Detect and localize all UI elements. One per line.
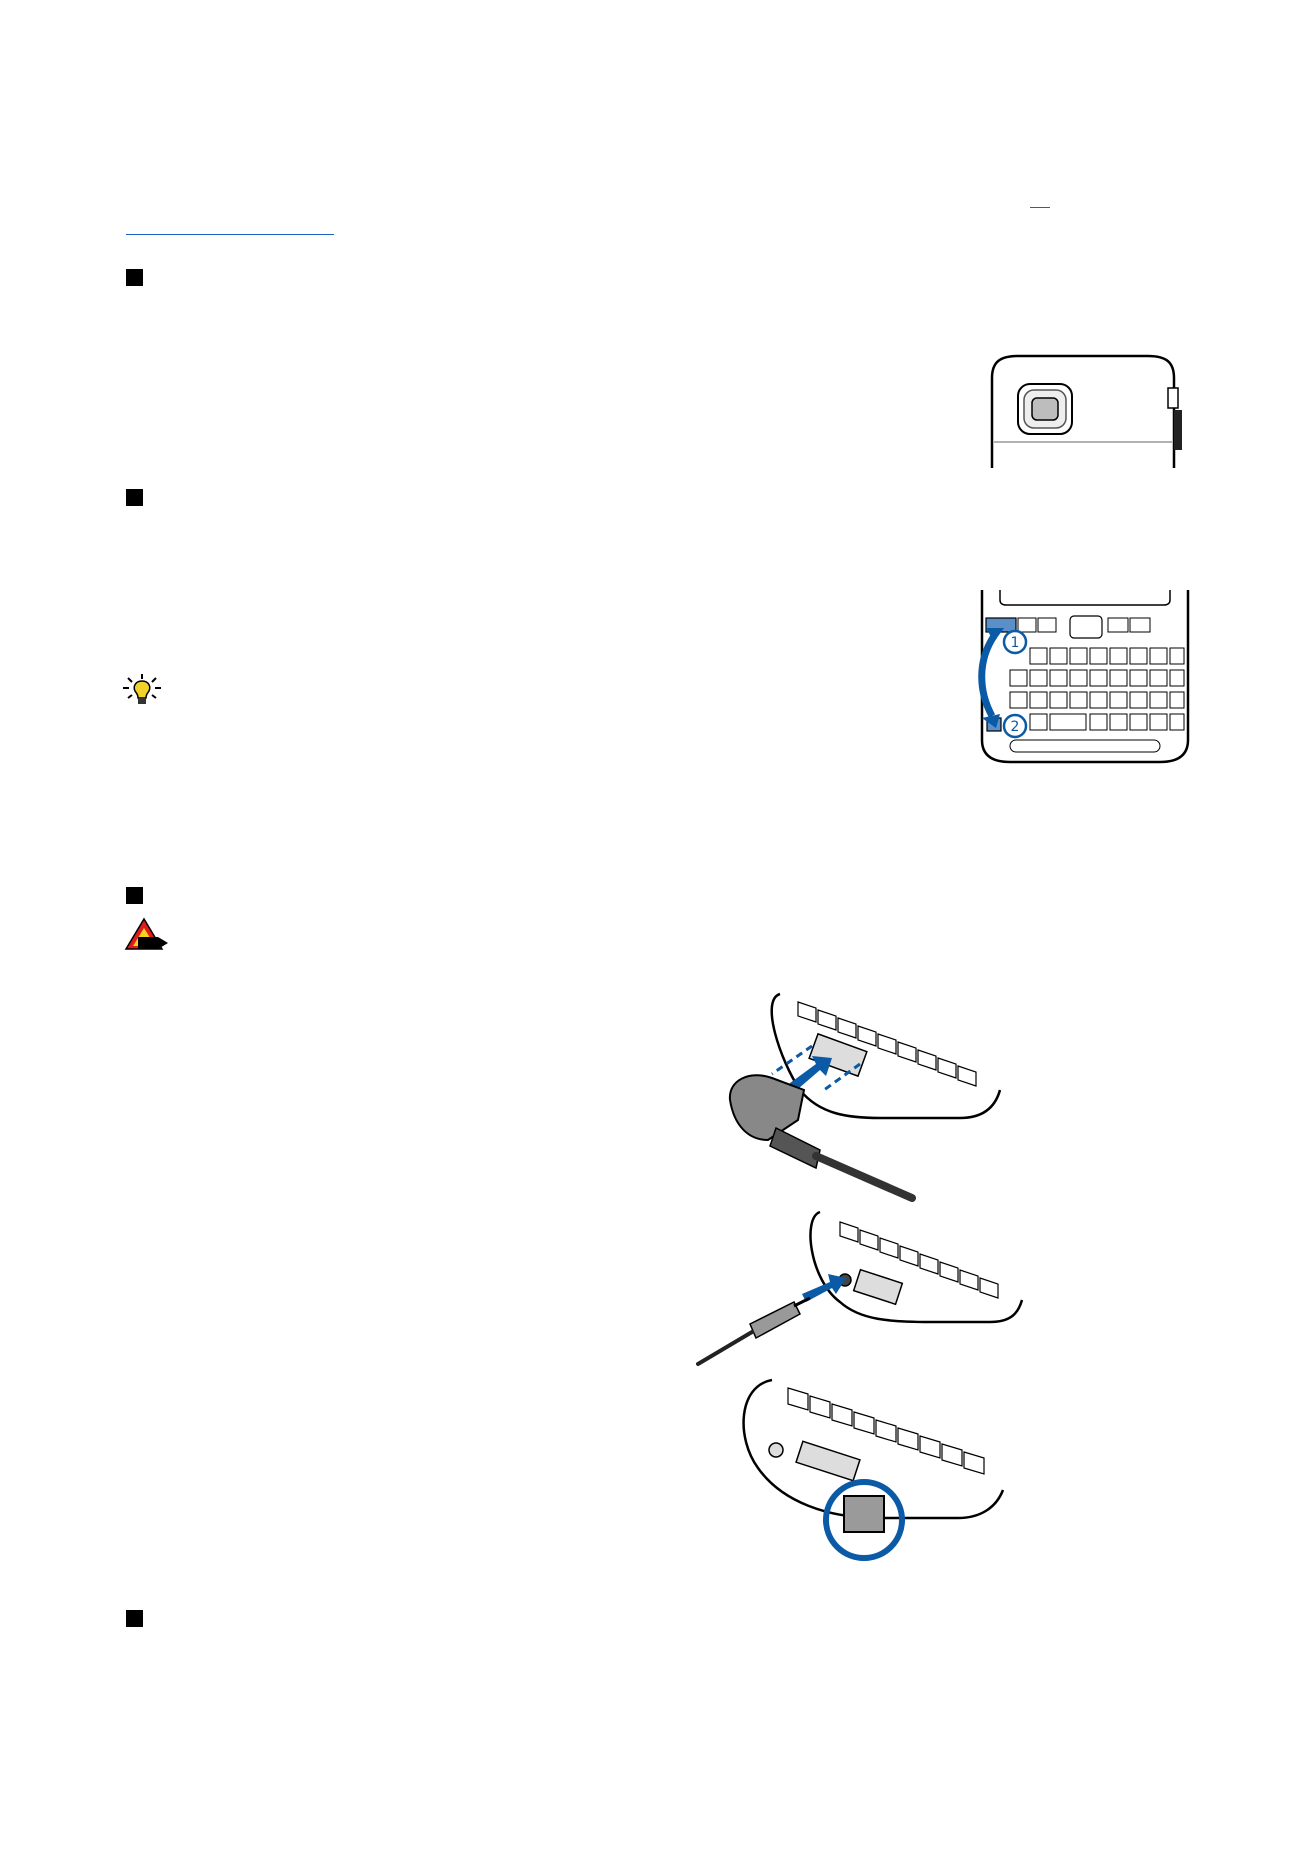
section-marker-2 — [126, 489, 143, 506]
step-2-label: 2 — [1011, 719, 1020, 735]
cross-reference-link[interactable] — [126, 234, 334, 235]
cross-reference-link-end[interactable] — [1030, 207, 1050, 208]
headset-connection-illustration — [696, 1210, 1024, 1366]
phone-back-camera-illustration — [990, 354, 1182, 468]
keypad-function-key-illustration: 1 2 — [978, 590, 1190, 764]
lightbulb-icon — [123, 674, 161, 704]
port-cover-illustration — [742, 1378, 1005, 1561]
section-marker-4 — [126, 1610, 143, 1627]
warning-icon — [124, 917, 168, 950]
section-marker-1 — [126, 269, 143, 286]
charger-connection-illustration — [728, 992, 1002, 1202]
step-1-label: 1 — [1011, 635, 1020, 651]
section-marker-3 — [126, 887, 143, 904]
